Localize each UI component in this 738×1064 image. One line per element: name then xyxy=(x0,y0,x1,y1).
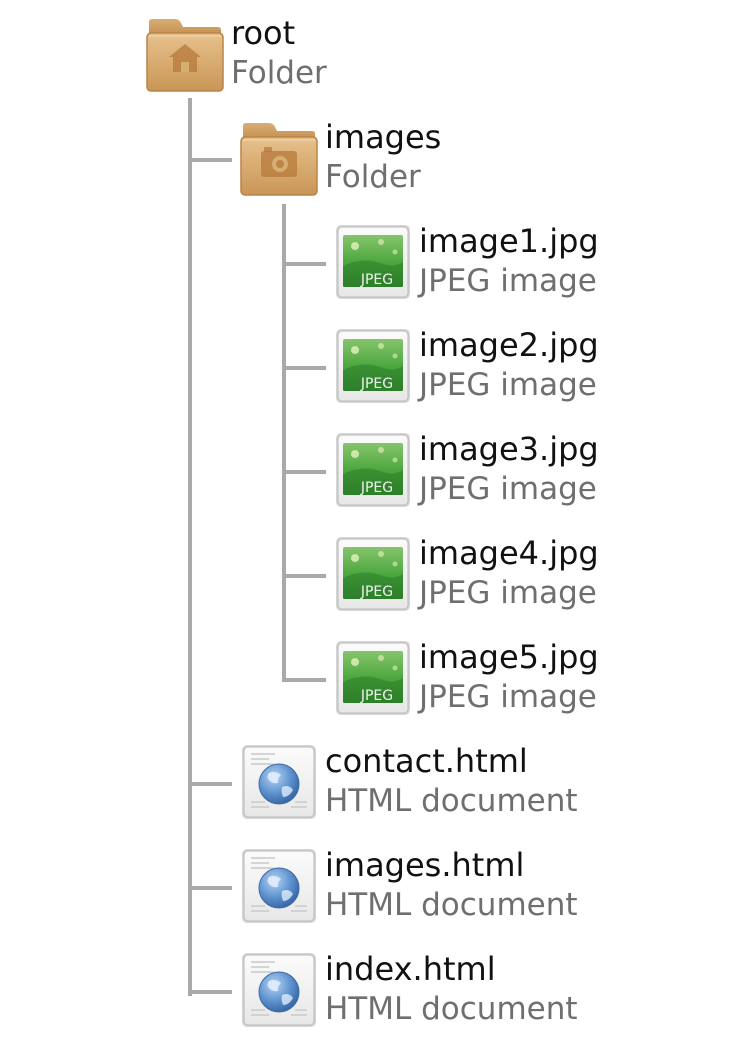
images-folder-branch-line xyxy=(192,158,232,162)
node-name: image3.jpg xyxy=(419,430,599,468)
jpeg-badge-text: JPEG xyxy=(360,688,393,704)
node-type: HTML document xyxy=(325,783,578,819)
jpeg-file-icon: JPEG xyxy=(333,534,413,614)
image4-branch-line xyxy=(286,574,326,578)
node-name: images xyxy=(325,118,442,156)
jpeg-file-icon: JPEG xyxy=(333,326,413,406)
node-type: Folder xyxy=(325,159,421,195)
node-type: HTML document xyxy=(325,991,578,1027)
node-name: image5.jpg xyxy=(419,638,599,676)
images-html-branch-line xyxy=(192,886,232,890)
node-type: JPEG image xyxy=(419,263,597,299)
html-file-icon xyxy=(239,950,319,1030)
images-subtree-line xyxy=(282,204,286,682)
node-type: HTML document xyxy=(325,887,578,923)
image3-branch-line xyxy=(286,470,326,474)
node-name: images.html xyxy=(325,846,525,884)
node-type: Folder xyxy=(231,55,327,91)
node-type: JPEG image xyxy=(419,575,597,611)
jpeg-badge-text: JPEG xyxy=(360,376,393,392)
node-name: contact.html xyxy=(325,742,528,780)
html-file-icon xyxy=(239,846,319,926)
jpeg-file-icon: JPEG xyxy=(333,638,413,718)
home-folder-icon xyxy=(145,14,225,94)
jpeg-badge-text: JPEG xyxy=(360,480,393,496)
contact-html-branch-line xyxy=(192,782,232,786)
root-trunk-line xyxy=(188,98,192,996)
photo-folder-icon xyxy=(239,118,319,198)
image2-branch-line xyxy=(286,366,326,370)
node-type: JPEG image xyxy=(419,367,597,403)
jpeg-badge-text: JPEG xyxy=(360,272,393,288)
image1-branch-line xyxy=(286,262,326,266)
jpeg-badge-text: JPEG xyxy=(360,584,393,600)
node-type: JPEG image xyxy=(419,679,597,715)
node-name: image4.jpg xyxy=(419,534,599,572)
index-html-branch-line xyxy=(192,990,232,994)
jpeg-file-icon: JPEG xyxy=(333,430,413,510)
node-name: root xyxy=(231,14,296,52)
node-name: index.html xyxy=(325,950,496,988)
node-name: image1.jpg xyxy=(419,222,599,260)
image5-branch-line xyxy=(286,678,326,682)
jpeg-file-icon: JPEG xyxy=(333,222,413,302)
node-type: JPEG image xyxy=(419,471,597,507)
html-file-icon xyxy=(239,742,319,822)
node-name: image2.jpg xyxy=(419,326,599,364)
